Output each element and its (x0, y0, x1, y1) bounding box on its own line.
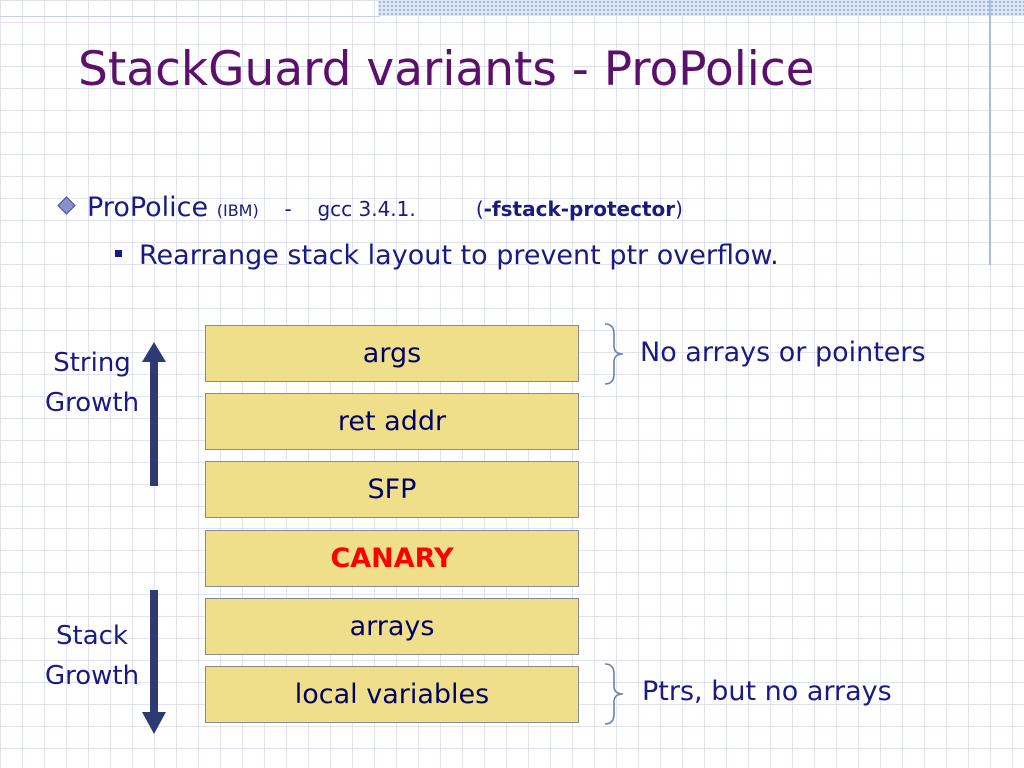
stack-frame-local-variables: local variables (205, 666, 579, 723)
stack-frame-canary: CANARY (205, 530, 579, 587)
up-arrow-icon (142, 342, 166, 486)
header-decoration-band (378, 0, 1024, 16)
string-growth-line1: String (53, 348, 131, 378)
flag-close-paren: ) (675, 197, 683, 221)
note-no-arrays-or-pointers: No arrays or pointers (640, 337, 926, 368)
propolice-label: ProPolice (87, 192, 209, 223)
right-brace-icon (604, 663, 624, 725)
string-growth-label: String Growth (34, 343, 150, 423)
rearrange-text: Rearrange stack layout to prevent ptr ov… (139, 240, 779, 271)
stack-growth-label: Stack Growth (34, 616, 150, 696)
fstack-protector-flag: -fstack-protector (483, 197, 676, 221)
stack-frame-sfp: SFP (205, 461, 579, 518)
separator: - (284, 197, 292, 221)
stack-frame-args: args (205, 325, 579, 382)
flag-open-paren: ( (475, 197, 484, 221)
slide-title: StackGuard variants - ProPolice (78, 42, 815, 97)
decorative-vertical-line (989, 0, 991, 265)
bullet-rearrange: Rearrange stack layout to prevent ptr ov… (115, 240, 779, 271)
right-brace-icon (604, 323, 624, 385)
decorative-horizontal-line (0, 16, 380, 17)
gcc-version: gcc 3.4.1. (317, 197, 416, 221)
diamond-bullet-icon (57, 196, 76, 215)
string-growth-line2: Growth (44, 388, 140, 418)
stack-frame-ret-addr: ret addr (205, 393, 579, 450)
bullet-propolice: ProPolice (IBM) - gcc 3.4.1. (-fstack-pr… (57, 192, 683, 223)
square-bullet-icon (115, 250, 122, 257)
stack-growth-line2: Growth (44, 661, 140, 691)
ibm-label: (IBM) (216, 201, 259, 220)
stack-growth-line1: Stack (56, 621, 128, 651)
note-ptrs-but-no-arrays: Ptrs, but no arrays (642, 676, 892, 707)
down-arrow-icon (142, 590, 166, 734)
stack-frame-arrays: arrays (205, 598, 579, 655)
